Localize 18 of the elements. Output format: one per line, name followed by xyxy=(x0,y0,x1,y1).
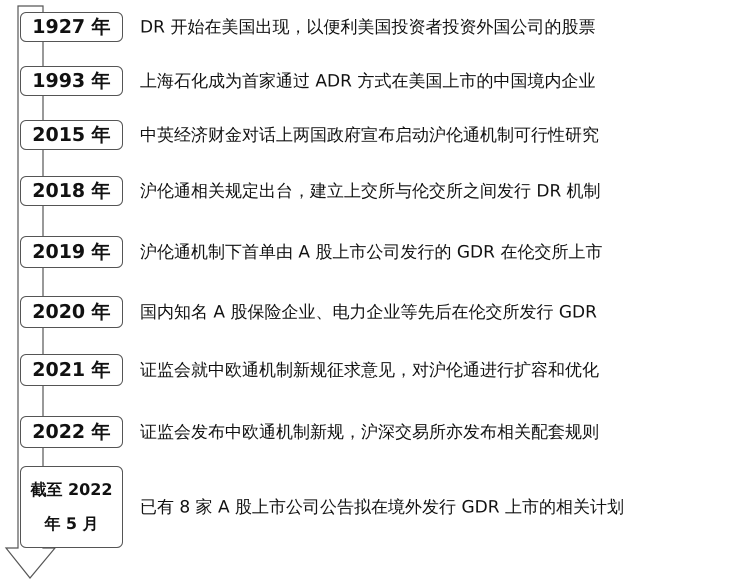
event-description: 中英经济财金对话上两国政府宣布启动沪伦通机制可行性研究 xyxy=(140,124,599,146)
event-description: 上海石化成为首家通过 ADR 方式在美国上市的中国境内企业 xyxy=(140,70,596,92)
year-box: 截至 2022 年 5 月 xyxy=(20,466,123,548)
year-box: 2021 年 xyxy=(20,354,123,386)
event-description: 证监会发布中欧通机制新规，沪深交易所亦发布相关配套规则 xyxy=(140,422,599,444)
event-description: DR 开始在美国出现，以便利美国投资者投资外国公司的股票 xyxy=(140,16,596,38)
event-description: 沪伦通相关规定出台，建立上交所与伦交所之间发行 DR 机制 xyxy=(140,180,601,202)
year-box: 1927 年 xyxy=(20,12,123,42)
year-box: 2020 年 xyxy=(20,296,123,328)
event-description: 沪伦通机制下首单由 A 股上市公司发行的 GDR 在伦交所上市 xyxy=(140,242,602,264)
event-description: 已有 8 家 A 股上市公司公告拟在境外发行 GDR 上市的相关计划 xyxy=(140,496,624,518)
event-description: 证监会就中欧通机制新规征求意见，对沪伦通进行扩容和优化 xyxy=(140,360,599,382)
year-box: 1993 年 xyxy=(20,66,123,96)
year-box: 2018 年 xyxy=(20,176,123,206)
event-description: 国内知名 A 股保险企业、电力企业等先后在伦交所发行 GDR xyxy=(140,302,597,324)
year-box: 2015 年 xyxy=(20,120,123,150)
year-box: 2019 年 xyxy=(20,236,123,268)
year-box: 2022 年 xyxy=(20,416,123,448)
